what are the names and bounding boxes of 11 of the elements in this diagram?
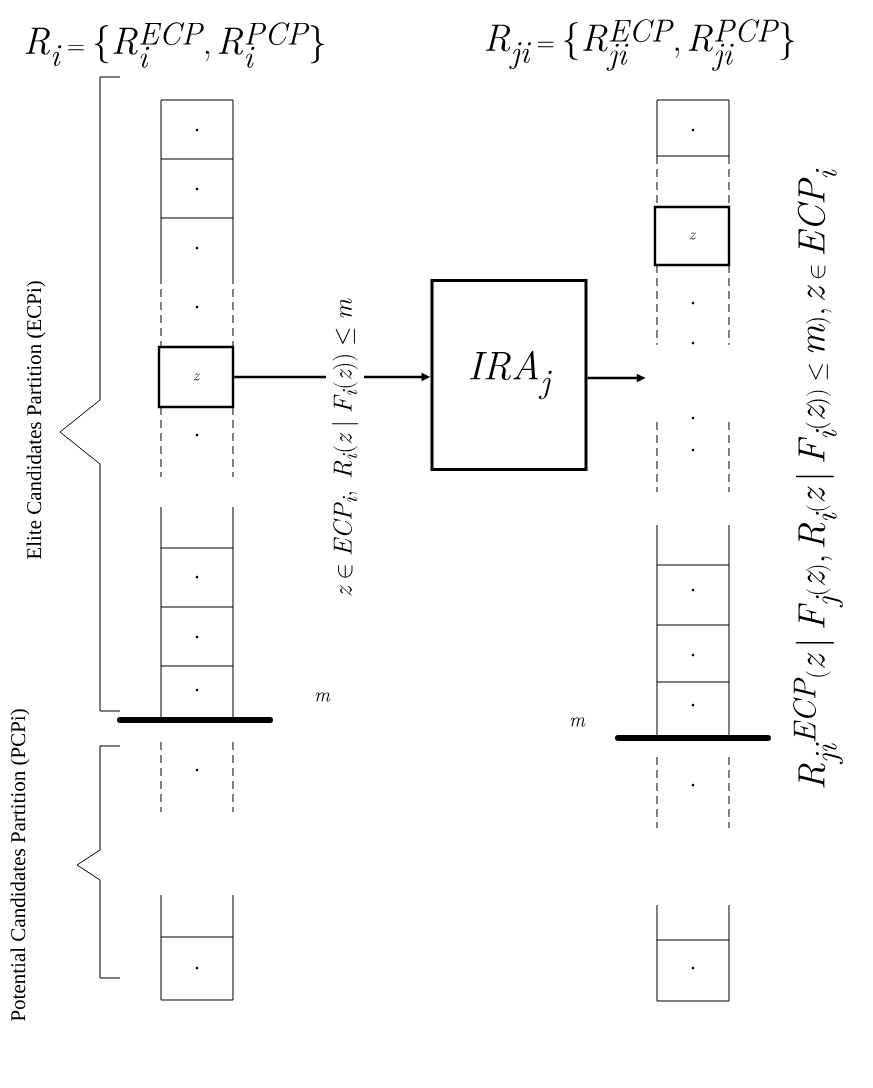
partition-label: Potential Candidates Partition (PCPi) bbox=[10, 709, 30, 1021]
rotated-formula: $R_{ji}{}^{ECP}(z \mid F_j(z), R_i(z \mid F_i(z)) \le m), z \in ECP_i$ bbox=[793, 168, 843, 788]
item-box: $z$ bbox=[653, 205, 731, 267]
threshold-label: $m$ bbox=[570, 717, 586, 727]
set-formula: $R_i = \{R_i^{ECP}, R_i^{PCP}\}$ bbox=[25, 22, 325, 68]
set-formula: $R_{ji} = \{R_{ji}^{ECP}, R_{ji}^{PCP}\}$ bbox=[485, 19, 794, 71]
edge-label: $z \in ECP_i,\; R_i(z \mid F_i(z)) \le m$ bbox=[326, 292, 364, 604]
item-box: $z$ bbox=[157, 345, 235, 409]
threshold-label: $m$ bbox=[315, 692, 331, 702]
process-box: $IRA_j$ bbox=[430, 279, 588, 471]
partition-label: Elite Candidates Partition (ECPi) bbox=[26, 281, 46, 560]
